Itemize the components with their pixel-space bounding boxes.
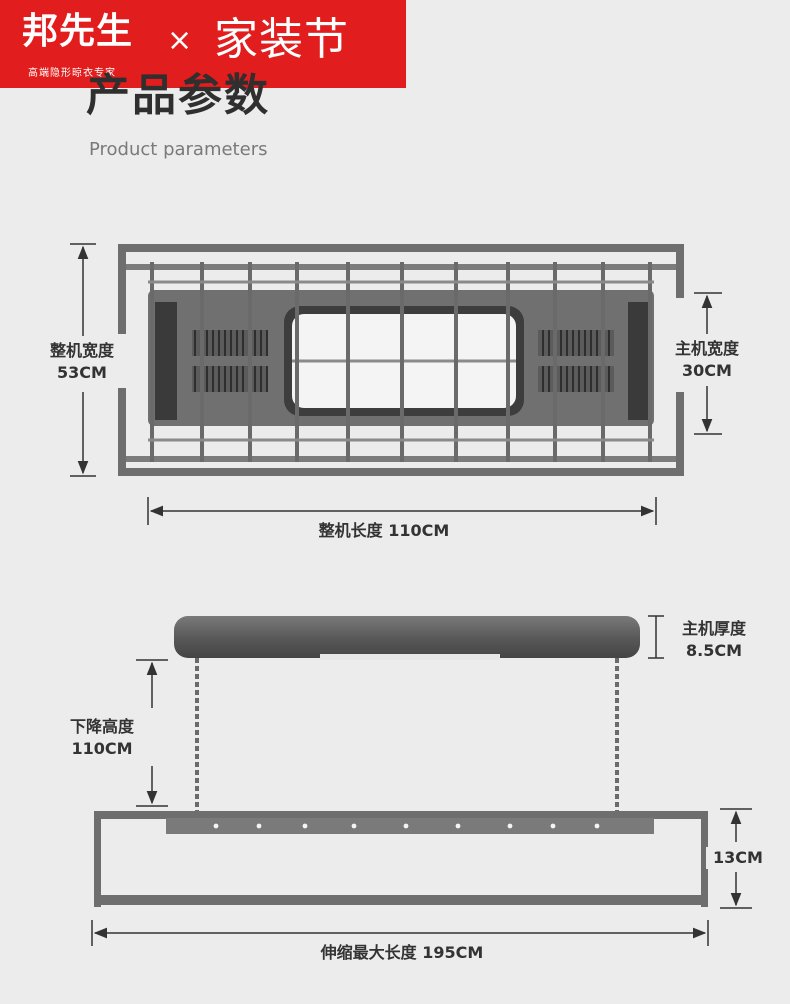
left-end-cap: [155, 302, 177, 420]
festival-label: 家装节: [214, 14, 349, 65]
left-vent-lower: [192, 366, 268, 392]
section-title: 产品参数: [86, 70, 270, 121]
overall-width-label: 整机宽度 53CM: [36, 340, 128, 384]
host-thickness-label: 主机厚度 8.5CM: [681, 619, 746, 660]
rack-bottom-rod: [94, 895, 708, 905]
rack-light-bar: [166, 818, 654, 834]
rack-top-rod: [94, 811, 708, 819]
brand-banner: 邦先生 高端隐形晾衣专家 × 家装节: [0, 0, 406, 88]
section-subtitle: Product parameters: [89, 139, 268, 160]
right-end-cap: [628, 302, 650, 420]
rack-slats: [150, 262, 652, 462]
rod-top-outer: [118, 244, 684, 252]
overall-length-label: 整机长度 110CM: [284, 520, 484, 542]
left-vent-upper: [192, 330, 268, 356]
host-side-body: [174, 616, 640, 658]
top-view-drawing: [118, 244, 684, 476]
times-icon: ×: [167, 23, 193, 58]
rod-bottom-outer: [118, 468, 684, 476]
top-view-dimensions: [70, 243, 722, 525]
brand-name: 邦先生: [22, 11, 134, 52]
side-view-drawing: [94, 616, 708, 907]
rack-height-label: 13CM: [706, 847, 770, 869]
max-length-label: 伸缩最大长度 195CM: [290, 942, 514, 964]
host-width-label: 主机宽度 30CM: [660, 338, 754, 382]
drop-height-label: 下降高度 110CM: [56, 716, 148, 760]
side-view-dimensions: [91, 615, 752, 946]
brand-tagline: 高端隐形晾衣专家: [28, 68, 116, 79]
